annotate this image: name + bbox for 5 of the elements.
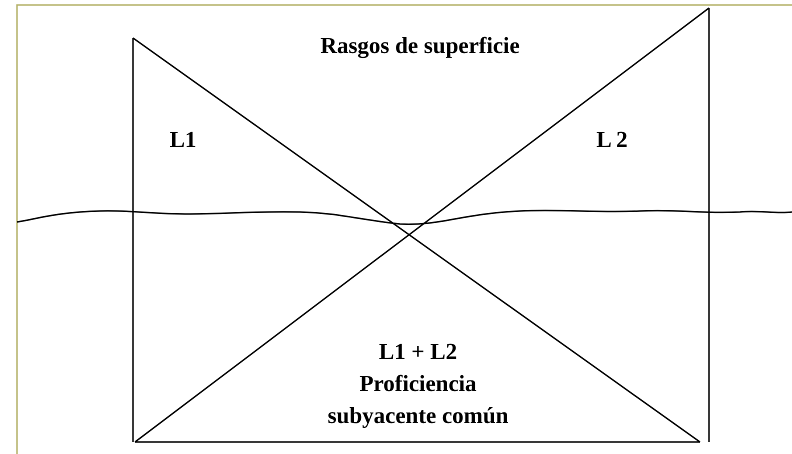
- heading-label: Rasgos de superficie: [319, 32, 521, 60]
- language-label: L 2: [595, 126, 629, 154]
- combined-language-label: L1 + L2: [378, 338, 458, 366]
- concept-label: Proficiencia subyacente común: [326, 370, 510, 430]
- language-label: L1: [168, 126, 198, 154]
